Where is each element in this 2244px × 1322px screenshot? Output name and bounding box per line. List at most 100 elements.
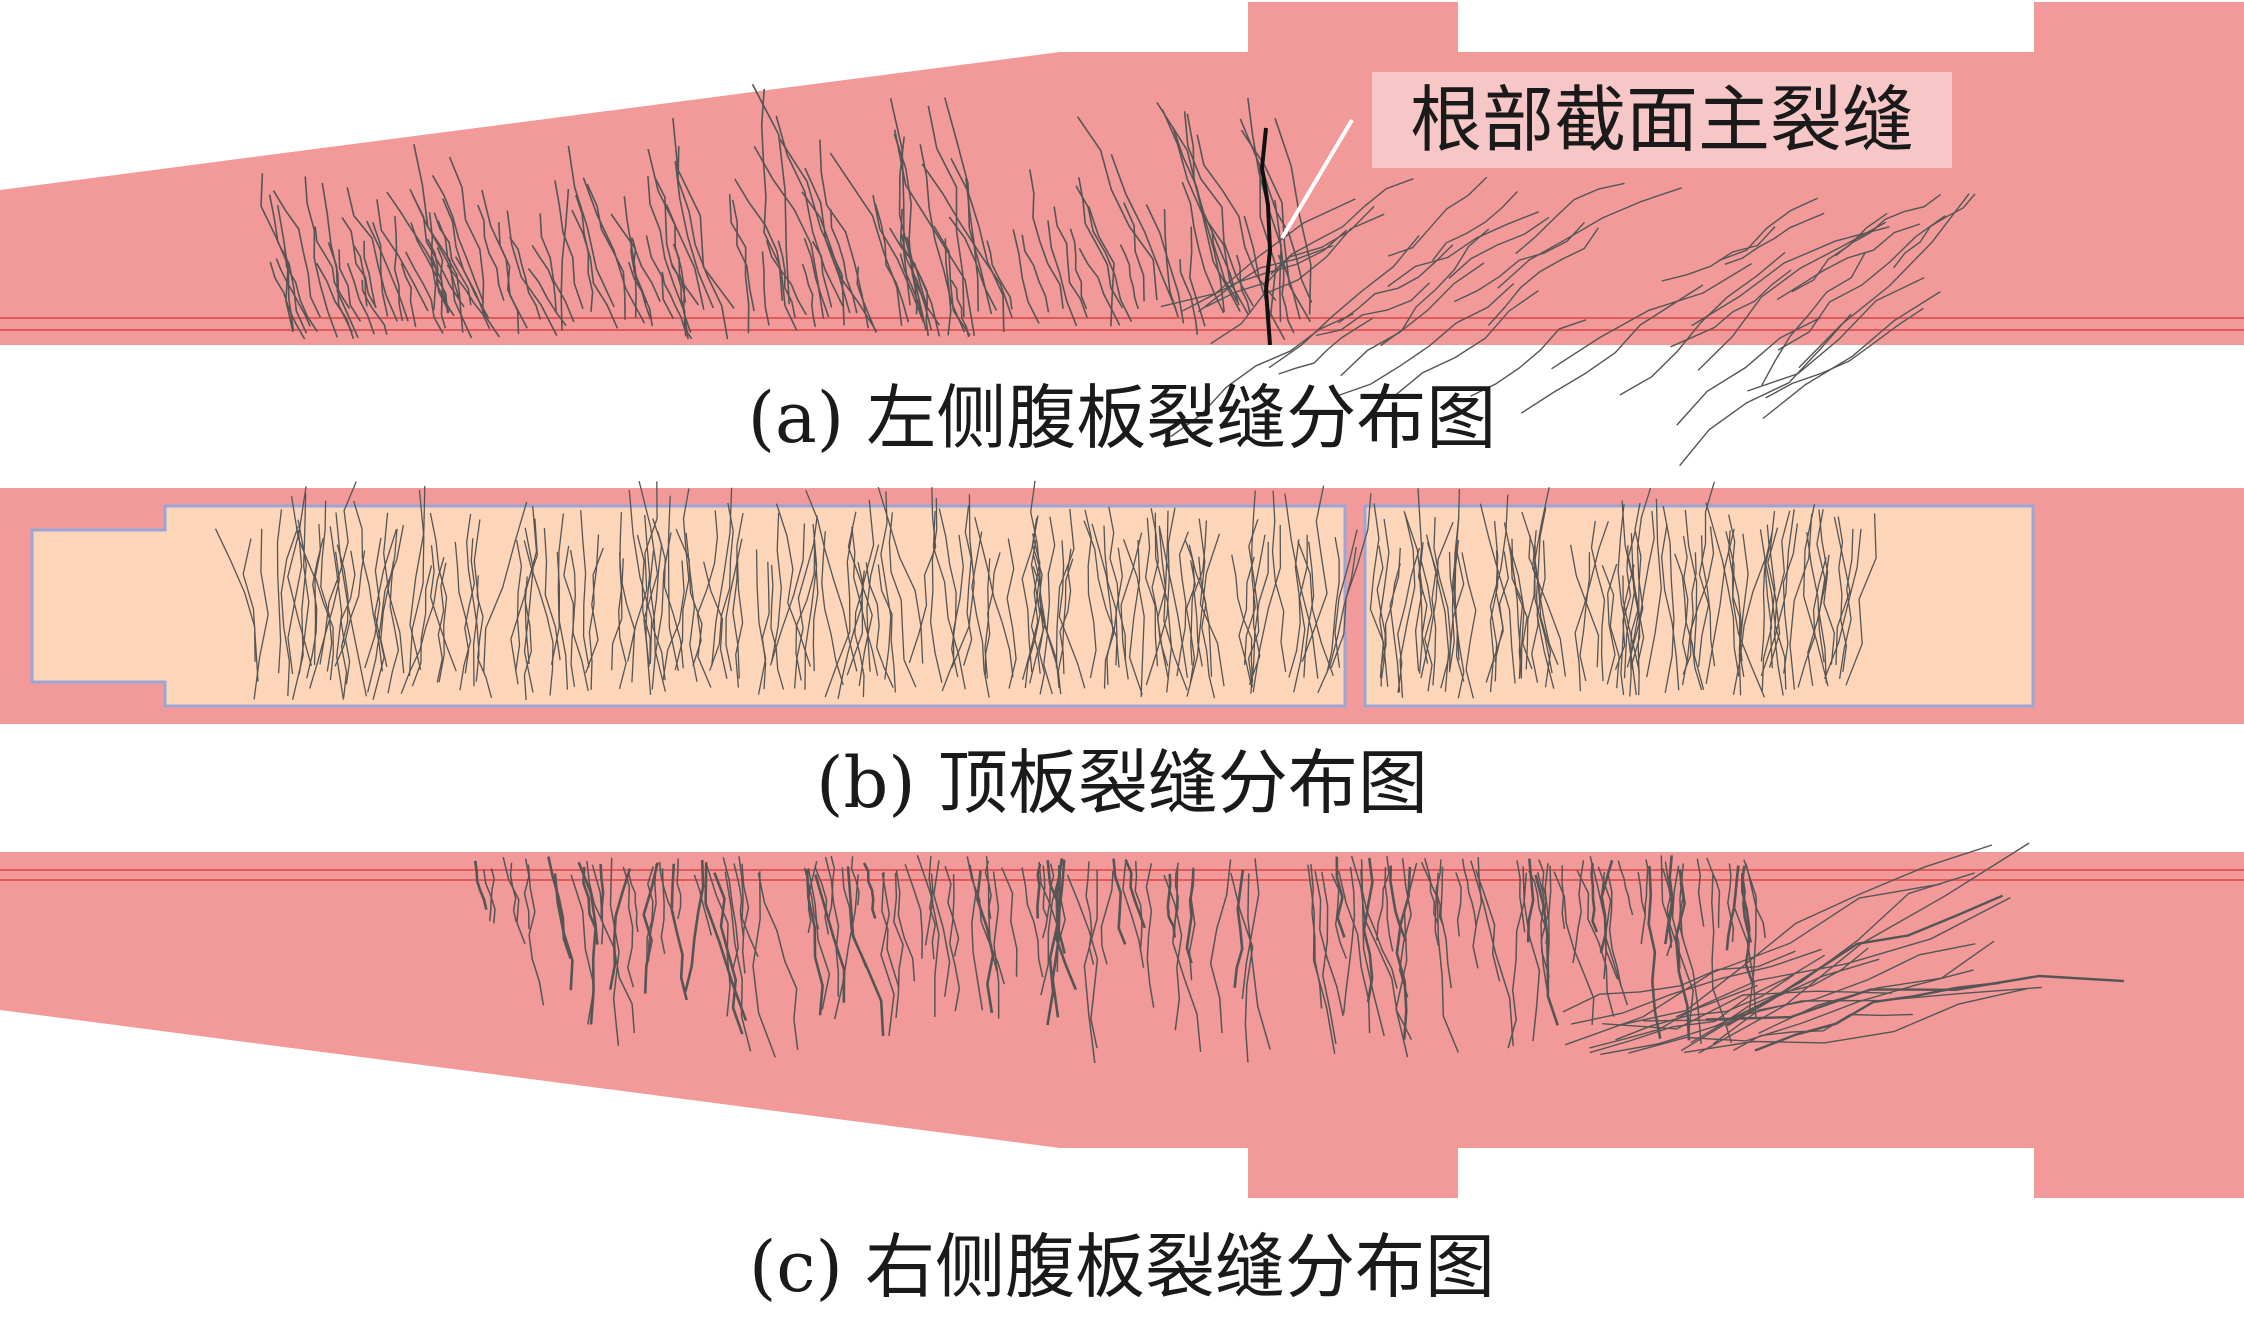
- crack-line: [1662, 505, 1675, 694]
- crack-line: [1185, 869, 1195, 964]
- crack-line: [1021, 867, 1044, 978]
- crack-line: [814, 874, 846, 1003]
- crack-line: [410, 222, 449, 314]
- crack-line: [1461, 858, 1477, 926]
- crack-line: [1470, 860, 1514, 1047]
- crack-line: [757, 872, 799, 1050]
- crack-line: [705, 864, 731, 1017]
- crack-line: [1637, 510, 1655, 674]
- crack-line: [1193, 520, 1208, 667]
- crack-line: [1647, 865, 1662, 1040]
- crack-line: [1144, 517, 1159, 667]
- crack-line: [938, 508, 959, 678]
- crack-line: [880, 491, 892, 680]
- crack-line: [674, 160, 715, 309]
- crack-line: [1078, 248, 1121, 326]
- crack-line: [327, 241, 359, 339]
- crack-line: [901, 233, 933, 331]
- crack-line: [1838, 528, 1854, 679]
- crack-line: [628, 489, 653, 663]
- crack-line: [582, 866, 599, 945]
- crack-line: [971, 531, 990, 698]
- crack-line: [1661, 226, 1776, 282]
- top-slab-outline: [30, 504, 1347, 708]
- crack-line: [670, 863, 688, 1001]
- crack-line: [510, 506, 538, 685]
- crack-line: [1369, 503, 1385, 678]
- crack-line: [1053, 206, 1088, 318]
- crack-line: [1330, 493, 1372, 669]
- crack-line: [1607, 872, 1622, 988]
- crack-line: [524, 518, 538, 664]
- crack-line: [315, 262, 355, 339]
- crack-line: [1006, 538, 1017, 689]
- crack-line: [1342, 866, 1356, 1014]
- crack-line: [477, 204, 505, 302]
- crack-line: [1845, 513, 1877, 686]
- crack-line: [431, 174, 485, 303]
- crack-line: [1056, 867, 1066, 972]
- crack-line: [1732, 558, 1766, 695]
- crack-line: [1268, 235, 1420, 369]
- crack-line: [1617, 504, 1634, 670]
- crack-line: [1185, 559, 1196, 684]
- crack-line: [1103, 525, 1118, 666]
- crack-line: [365, 220, 409, 322]
- crack-line: [287, 486, 313, 667]
- crack-line: [1698, 842, 2030, 1054]
- crack-line: [1076, 116, 1158, 301]
- crack-line: [275, 258, 311, 327]
- crack-line: [1590, 520, 1606, 682]
- crack-line: [1231, 554, 1254, 683]
- crack-line: [336, 544, 349, 699]
- crack-line: [242, 538, 259, 682]
- crack-line: [1379, 518, 1390, 687]
- crack-line: [506, 210, 558, 336]
- crack-line: [761, 251, 770, 326]
- crack-line: [862, 862, 877, 919]
- crack-line: [805, 489, 858, 672]
- crack-line: [1769, 511, 1776, 669]
- crack-line: [770, 564, 785, 690]
- crack-line: [1619, 251, 1786, 396]
- crack-line: [1706, 857, 1721, 928]
- crack-line: [1522, 866, 1541, 1042]
- crack-line: [1534, 874, 1559, 1026]
- crack-line: [636, 534, 651, 664]
- crack-line: [1250, 541, 1269, 694]
- crack-line: [889, 227, 941, 326]
- crack-line: [1029, 561, 1046, 684]
- crack-line: [1453, 221, 1586, 303]
- crack-line: [1754, 981, 2000, 1052]
- crack-line: [609, 857, 620, 1046]
- crack-line: [1330, 873, 1347, 959]
- crack-line: [498, 222, 520, 334]
- crack-line: [411, 193, 465, 308]
- crack-line: [828, 855, 836, 919]
- crack-line: [413, 144, 462, 303]
- crack-line: [1145, 204, 1185, 324]
- crack-line: [1314, 870, 1344, 1017]
- crack-line: [1628, 969, 1974, 1054]
- crack-line: [1239, 118, 1277, 317]
- crack-line: [1697, 221, 1887, 371]
- crack-line: [1562, 950, 1796, 1013]
- crack-line: [1395, 862, 1418, 1058]
- crack-line: [1418, 542, 1424, 674]
- crack-line: [1238, 556, 1255, 689]
- crack-line: [631, 238, 647, 304]
- crack-line: [1211, 231, 1238, 303]
- crack-line: [1156, 527, 1169, 680]
- crack-line: [1684, 509, 1705, 690]
- crack-line: [334, 550, 356, 667]
- crack-line: [1376, 856, 1390, 941]
- crack-line: [1170, 313, 1354, 438]
- crack-line: [1163, 209, 1179, 318]
- left-web-outline: [0, 2, 2244, 345]
- crack-line: [539, 213, 575, 323]
- crack-line: [919, 144, 966, 333]
- crack-line: [1069, 228, 1088, 310]
- crack-line: [404, 251, 444, 334]
- crack-line: [1680, 872, 1975, 1052]
- crack-line: [904, 864, 923, 959]
